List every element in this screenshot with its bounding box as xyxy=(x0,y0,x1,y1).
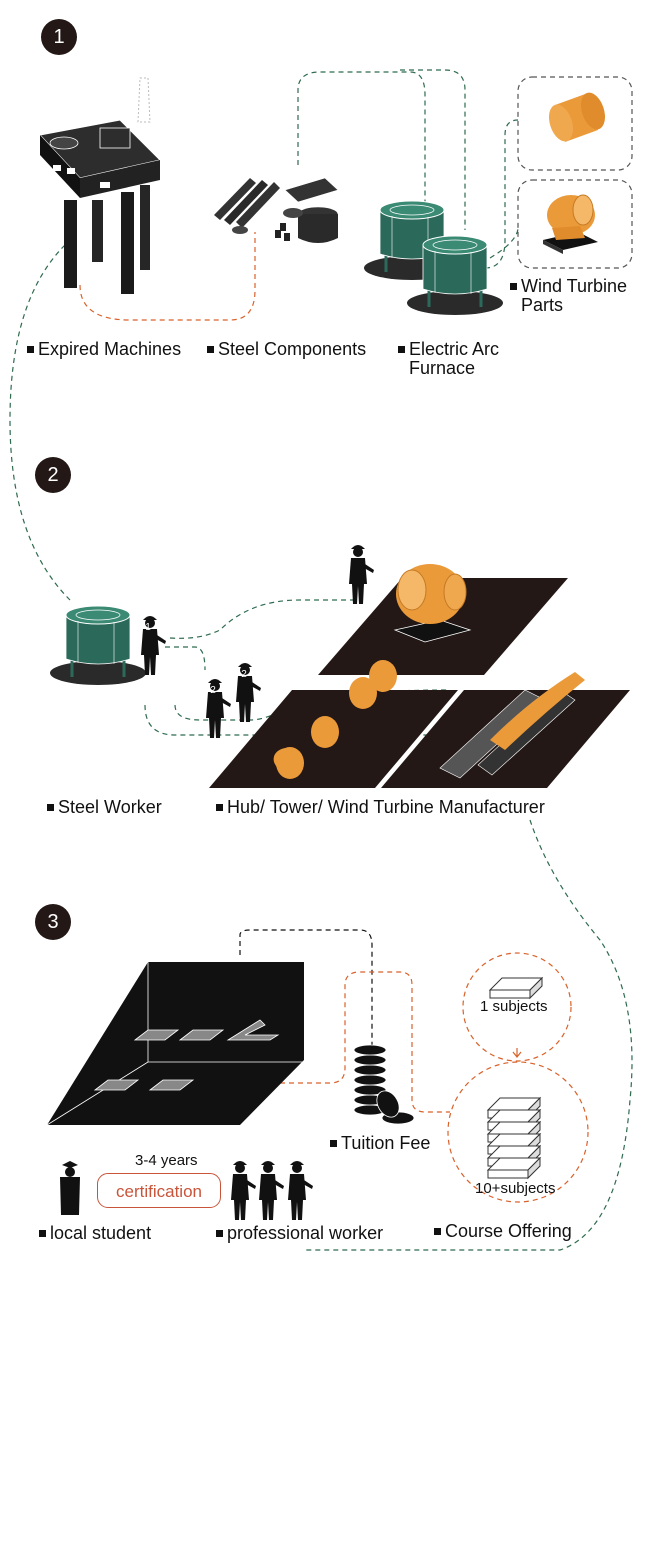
oil-platform-icon xyxy=(39,77,161,294)
bullet-icon xyxy=(434,1228,441,1235)
hub-part-icon xyxy=(543,194,598,254)
label-professional-worker: professional worker xyxy=(216,1224,383,1243)
label-expired-machines: Expired Machines xyxy=(27,340,181,359)
worker-badge: 1 xyxy=(145,622,151,633)
book-icon xyxy=(489,977,543,999)
worker-icon xyxy=(231,1161,256,1220)
label-manufacturer: Hub/ Tower/ Wind Turbine Manufacturer xyxy=(216,798,545,817)
bullet-icon xyxy=(216,804,223,811)
graduate-icon xyxy=(60,1161,80,1215)
bullet-icon xyxy=(207,346,214,353)
hub-part-icon xyxy=(393,564,472,643)
worker-icon xyxy=(236,663,261,722)
tower-section-icon xyxy=(273,660,397,779)
bullet-icon xyxy=(39,1230,46,1237)
label-duration: 3-4 years xyxy=(135,1152,198,1169)
classroom-icon xyxy=(46,962,304,1126)
label-local-student: local student xyxy=(39,1224,151,1243)
section-number: 1 xyxy=(41,19,77,55)
worker-icon xyxy=(349,545,374,604)
bullet-icon xyxy=(47,804,54,811)
label-steel-components: Steel Components xyxy=(207,340,366,359)
certification-badge: certification xyxy=(97,1173,221,1208)
furnace-icon xyxy=(48,604,148,687)
book-stack-icon xyxy=(487,1097,541,1179)
label-ten-subjects: 10+subjects xyxy=(475,1180,556,1197)
bullet-icon xyxy=(398,346,405,353)
cylinder-part-icon xyxy=(549,92,605,142)
label-steel-worker: Steel Worker xyxy=(47,798,162,817)
label-one-subject: 1 subjects xyxy=(480,998,548,1015)
steel-pipes-icon xyxy=(214,177,339,243)
label-tuition-fee: Tuition Fee xyxy=(330,1134,430,1153)
label-course-offering: Course Offering xyxy=(434,1222,572,1241)
section-number: 3 xyxy=(35,904,71,940)
worker-badge: 2 xyxy=(241,669,247,680)
arrow-down-icon xyxy=(512,1048,522,1058)
worker-icon xyxy=(288,1161,313,1220)
bullet-icon xyxy=(27,346,34,353)
section-number: 2 xyxy=(35,457,71,493)
coin-stack-icon xyxy=(353,1044,415,1125)
bullet-icon xyxy=(330,1140,337,1147)
worker-badge: 2 xyxy=(210,685,216,696)
bullet-icon xyxy=(216,1230,223,1237)
blade-assembly-icon xyxy=(439,672,585,779)
bullet-icon xyxy=(510,283,517,290)
worker-icon xyxy=(259,1161,284,1220)
